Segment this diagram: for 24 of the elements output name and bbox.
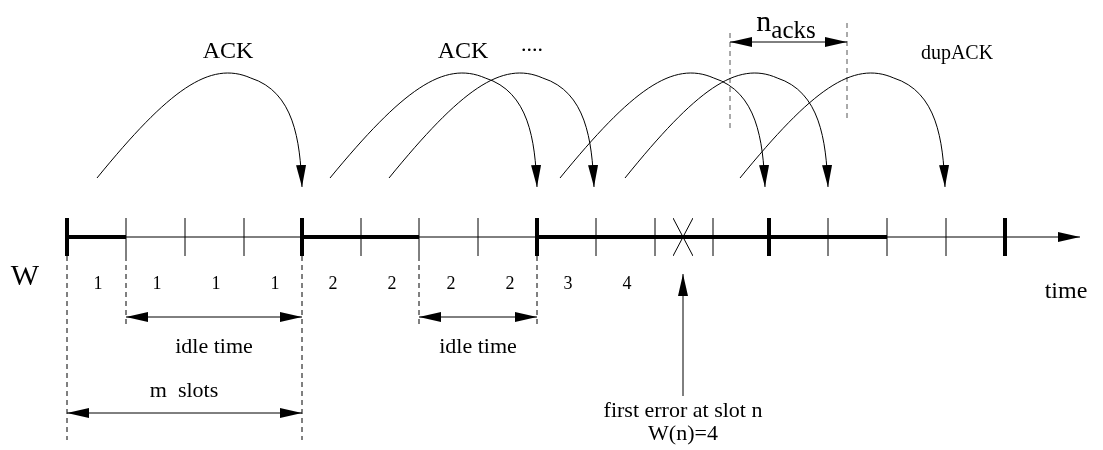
diagram-label: 2 (446, 274, 456, 292)
diagram-label: .... (521, 33, 543, 55)
annotation-text: first error at slot n (603, 398, 763, 421)
diagram-label: dupACK (920, 42, 994, 62)
diagram-label: ACK (437, 38, 489, 62)
diagram-label: 1 (211, 274, 221, 292)
diagram-label: 1 (93, 274, 103, 292)
diagram-label: 4 (622, 274, 632, 292)
diagram-label: n$_{acks}$ (756, 6, 816, 42)
diagram-label: 2 (328, 274, 338, 292)
diagram-label: idle time (439, 335, 517, 357)
annotation-text: W(n)=4 (647, 421, 719, 444)
diagram-label: 2 (387, 274, 397, 292)
diagram-label: 1 (270, 274, 280, 292)
error-mark (673, 218, 693, 256)
arrow (678, 273, 688, 397)
diagram-label: time (1044, 278, 1088, 302)
diagram-label: 3 (563, 274, 573, 292)
diagram-label: 1 (152, 274, 162, 292)
diagram-label: W (10, 260, 40, 290)
diagram-label: m slots (149, 379, 219, 401)
diagram-label: idle time (175, 335, 253, 357)
diagram-label: 2 (505, 274, 515, 292)
diagram-label: ACK (202, 38, 254, 62)
